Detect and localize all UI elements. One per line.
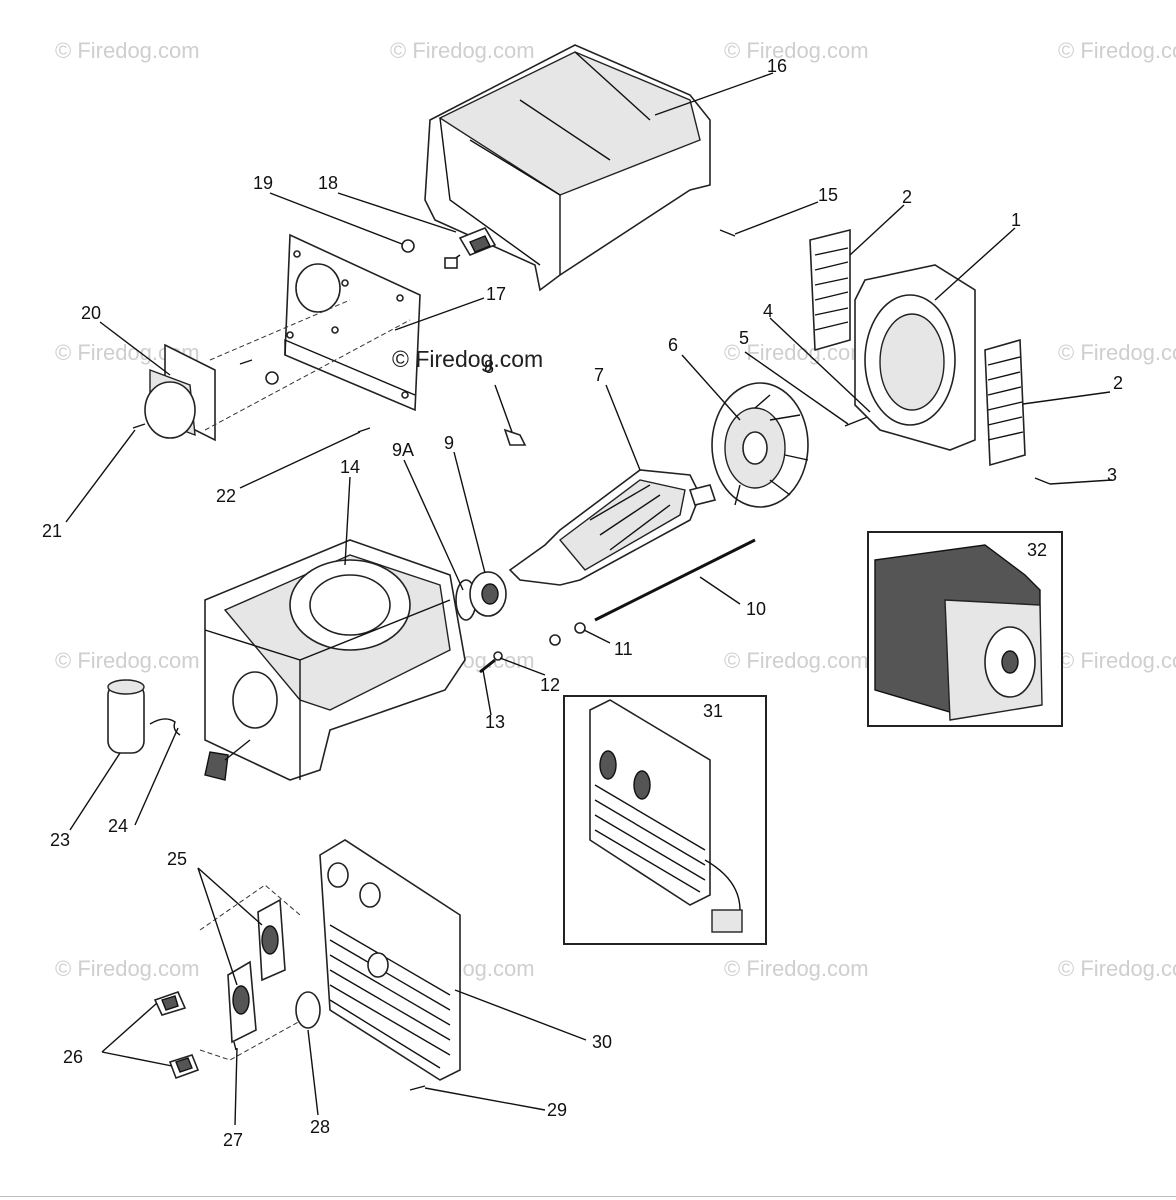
top-cover-part: [424, 44, 711, 292]
bottom-rule: [0, 1196, 1176, 1197]
screw-part: [239, 359, 253, 365]
small-clip-part: [494, 384, 527, 446]
stud-part: [479, 658, 496, 674]
inset-panel-32: [867, 531, 1063, 727]
watermark: © Firedog.com: [55, 648, 200, 673]
bolt-part: [844, 415, 871, 427]
callout-31: 31: [703, 701, 724, 721]
watermark-center: © Firedog.com: [392, 346, 544, 372]
callout-29: 29: [547, 1100, 568, 1120]
callout-24: 24: [108, 816, 129, 836]
callout-16: 16: [767, 56, 788, 76]
callout-17: 17: [486, 284, 507, 304]
callout-4: 4: [763, 301, 774, 321]
capacitor-part: [107, 679, 145, 754]
nut-part: [401, 239, 415, 253]
knob-part: [295, 991, 321, 1029]
watermark: © Firedog.com: [390, 38, 535, 63]
callout-9a: 9A: [392, 440, 415, 460]
leader-lines: [65, 72, 1113, 1126]
inset-panel-31: [563, 695, 767, 945]
callout-32: 32: [1027, 540, 1048, 560]
callout-2b: 2: [1113, 373, 1124, 393]
screw-part: [357, 427, 371, 433]
callout-23: 23: [50, 830, 71, 850]
screw-part: [1034, 477, 1051, 485]
switch-part: [444, 227, 497, 269]
callout-12: 12: [540, 675, 561, 695]
callout-2a: 2: [902, 187, 913, 207]
callout-6: 6: [668, 335, 679, 355]
watermark: © Firedog.com: [1058, 38, 1176, 63]
grille-part: [809, 228, 851, 352]
through-bolt-part: [594, 538, 756, 622]
bearing-part: [469, 571, 507, 617]
callout-15: 15: [818, 185, 839, 205]
watermark: © Firedog.com: [724, 648, 869, 673]
switch-part: [153, 991, 187, 1016]
front-plate-part: [284, 233, 421, 412]
watermark: © Firedog.com: [1058, 340, 1176, 365]
watermark: © Firedog.com: [55, 956, 200, 981]
callout-5: 5: [739, 328, 750, 348]
generator-housing-part: [204, 539, 466, 781]
callout-10: 10: [746, 599, 767, 619]
washer-part: [265, 371, 279, 385]
callout-30: 30: [592, 1032, 613, 1052]
callout-19: 19: [253, 173, 274, 193]
callout-9: 9: [444, 433, 455, 453]
callout-14: 14: [340, 457, 361, 477]
watermark: © Firedog.com: [724, 340, 869, 365]
watermark: © Firedog.com: [1058, 648, 1176, 673]
fan-part: [711, 382, 809, 508]
callout-25: 25: [167, 849, 188, 869]
callout-27: 27: [223, 1130, 244, 1150]
receptacle-part: [144, 343, 216, 442]
callout-11: 11: [614, 639, 633, 659]
washer-part: [574, 622, 586, 634]
callout-21: 21: [42, 521, 63, 541]
assembly-dash: [204, 299, 411, 431]
outlet-part: [227, 960, 257, 1044]
screw-part: [409, 1085, 426, 1091]
end-bell-part: [854, 264, 976, 451]
callout-22: 22: [216, 486, 237, 506]
screw-part: [719, 229, 736, 237]
callout-1: 1: [1011, 210, 1022, 230]
callout-13: 13: [485, 712, 506, 732]
callout-26: 26: [63, 1047, 84, 1067]
callout-18: 18: [318, 173, 339, 193]
rotor-part: [508, 469, 717, 586]
watermark: © Firedog.com: [724, 956, 869, 981]
callout-28: 28: [310, 1117, 331, 1137]
watermark: © Firedog.com: [724, 38, 869, 63]
assembly-dash: [199, 884, 321, 1061]
screw-part: [233, 1041, 237, 1051]
outlet-part: [257, 898, 286, 982]
nut-part: [549, 634, 561, 646]
callout-3: 3: [1107, 465, 1118, 485]
grille-part: [984, 338, 1026, 467]
screw-part: [132, 423, 146, 429]
callout-7: 7: [594, 365, 605, 385]
control-panel-part: [319, 839, 461, 1081]
callout-8: 8: [484, 357, 495, 377]
watermark: © Firedog.com: [1058, 956, 1176, 981]
callout-20: 20: [81, 303, 102, 323]
switch-part: [168, 1054, 200, 1080]
watermark: © Firedog.com: [55, 38, 200, 63]
